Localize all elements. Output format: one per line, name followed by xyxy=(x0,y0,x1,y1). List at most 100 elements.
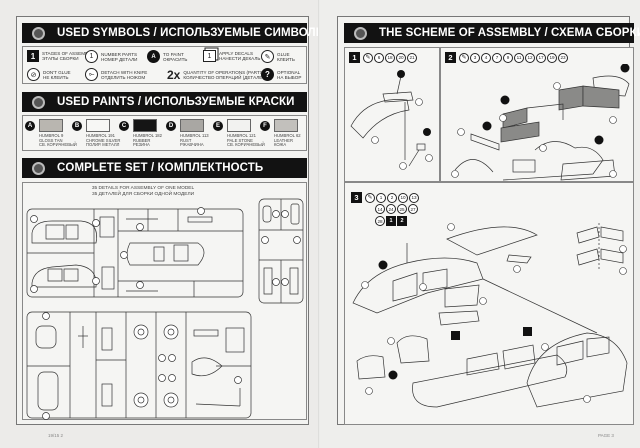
part-number: 7 xyxy=(492,52,502,63)
sprue-body-chassis xyxy=(26,203,244,299)
left-page-footer: 19/15 2 xyxy=(48,433,64,438)
caption-en: 35 DETAILS FOR ASSEMBLY OF ONE MODEL xyxy=(91,186,195,191)
step-2-panel: 2 ✎ 3 4 7 9 11 12 17 19 23 xyxy=(440,47,634,182)
scheme-of-assembly-header: THE SCHEME OF ASSEMBLY / СХЕМА СБОРКИ xyxy=(344,23,640,43)
symbol-label-ru: НОМЕР ДЕТАЛИ xyxy=(101,56,138,62)
paint-swatch xyxy=(180,119,204,132)
sprue-details xyxy=(26,308,252,420)
symbol-label-en: GLUE xyxy=(277,51,290,57)
step-2-drawing xyxy=(451,64,630,181)
part-number: 3 xyxy=(470,52,480,63)
step-number: 3 xyxy=(351,192,362,203)
glue-icon: ✎ xyxy=(363,52,373,63)
glue-icon: ✎ xyxy=(459,52,469,63)
used-paints-header: USED PAINTS / ИСПОЛЬЗУЕМЫЕ КРАСКИ xyxy=(22,92,307,112)
sprue-windows-drawing xyxy=(258,198,304,304)
right-page-footer: PAGE 3 xyxy=(598,433,614,438)
part-number: 23 xyxy=(558,52,568,63)
paint-name-en: RUBBER xyxy=(133,137,151,143)
subassembly-number: 2 xyxy=(397,216,407,226)
symbol-label-en: DETACH WITH KNIFE xyxy=(101,69,148,75)
paint-letter-badge: F xyxy=(260,121,270,131)
step-3-header-row-2: 14 24 25 27 xyxy=(375,204,418,214)
paint-icon: A xyxy=(147,50,160,63)
paint-swatch xyxy=(133,119,157,132)
part-number: 6 xyxy=(374,52,384,63)
paint-brand: HUMBROL 182 xyxy=(133,133,162,138)
sprue-body-chassis-drawing xyxy=(26,207,244,298)
symbol-quantity: 2x QUANTITY OF OPERATIONS (PARTS)КОЛИЧЕС… xyxy=(167,68,267,82)
part-number-icon: 1 xyxy=(85,50,98,63)
paint-name-ru: КОЖА xyxy=(274,142,287,148)
symbol-label-en: STAGES OF ASSEMBLY xyxy=(42,51,94,56)
sprue-details-drawing xyxy=(26,311,252,420)
quantity-icon: 2x xyxy=(167,68,181,82)
symbol-label-en: QUANTITY OF OPERATIONS (PARTS) xyxy=(183,70,265,75)
paint-name-ru: СВ. КОРИЧНЕВЫЙ xyxy=(39,142,77,148)
step-2-header: 2 ✎ 3 4 7 9 11 12 17 19 23 xyxy=(445,52,568,63)
symbol-label-en: OPTIONAL xyxy=(277,69,301,75)
part-number: 2 xyxy=(387,192,397,203)
no-glue-icon: ⊘ xyxy=(27,68,40,81)
symbol-label-ru: НЕ КЛЕИТЬ xyxy=(43,74,69,80)
paint-letter-badge: E xyxy=(213,121,223,131)
paint-name-en: RUST xyxy=(180,137,192,143)
paint-name-en: CHROME SILVER xyxy=(86,137,121,143)
step-1-drawing xyxy=(350,70,433,170)
paint-swatch xyxy=(227,119,251,132)
paint-letter-badge: A xyxy=(25,121,35,131)
part-number: 24 xyxy=(386,204,396,214)
part-number: 20 xyxy=(396,52,406,63)
part-number: 19 xyxy=(547,52,557,63)
part-number: 9 xyxy=(503,52,513,63)
paint-swatch xyxy=(86,119,110,132)
knife-icon: ⟜ xyxy=(85,68,98,81)
subassembly-number: 1 xyxy=(386,216,396,226)
paint-brand: HUMBROL 121 xyxy=(227,133,256,138)
paint-name-en: GLOSS TAN xyxy=(39,137,63,143)
step-3-header-row-3: 28 1 2 xyxy=(375,216,407,226)
part-number: 27 xyxy=(408,204,418,214)
symbol-label-ru: ОКРАСИТЬ xyxy=(163,56,188,62)
paint-brand: HUMBROL 191 xyxy=(86,133,115,138)
symbol-label-ru: ЭТАПЫ СБОРКИ xyxy=(42,56,79,61)
symbol-label-ru: НА ВЫБОР xyxy=(277,74,302,80)
decal-icon: 1 xyxy=(203,50,216,62)
part-number: 13 xyxy=(409,192,419,203)
complete-set-header: COMPLETE SET / КОМПЛЕКТНОСТЬ xyxy=(22,158,307,178)
paint-name-ru: СВ. КОРИЧНЕВЫЙ xyxy=(227,142,265,148)
paint-name-en: PALE STONE xyxy=(227,137,253,143)
step-number: 1 xyxy=(349,52,360,63)
step-2-diagram xyxy=(443,64,633,181)
step-number: 2 xyxy=(445,52,456,63)
used-symbols-header: USED SYMBOLS / ИСПОЛЬЗУЕМЫЕ СИМВОЛЫ xyxy=(22,23,327,43)
right-page: THE SCHEME OF ASSEMBLY / СХЕМА СБОРКИ 1 … xyxy=(320,0,640,448)
paint-brand: HUMBROL 62 xyxy=(274,133,301,138)
paint-letter-badge: D xyxy=(166,121,176,131)
part-number: 12 xyxy=(525,52,535,63)
paint-brand: HUMBROL 113 xyxy=(180,133,209,138)
paint-name-ru: ПОЛИР. МЕТАЛЛ xyxy=(86,142,120,148)
used-symbols-title: USED SYMBOLS / ИСПОЛЬЗУЕМЫЕ СИМВОЛЫ xyxy=(57,27,328,39)
part-number: 11 xyxy=(514,52,524,63)
symbol-label-en: DON'T GLUE xyxy=(43,69,71,75)
step-1-header: 1 ✎ 6 18 20 21 xyxy=(349,52,417,63)
paint-letter-badge: B xyxy=(72,121,82,131)
part-number: 10 xyxy=(398,192,408,203)
symbol-label-ru: ОТДЕЛИТЬ НОЖОМ xyxy=(101,74,146,80)
used-paints-title: USED PAINTS / ИСПОЛЬЗУЕМЫЕ КРАСКИ xyxy=(57,96,295,108)
symbol-label-en: TO PAINT xyxy=(163,51,184,57)
step-1-diagram xyxy=(347,66,439,181)
part-number: 1 xyxy=(376,192,386,203)
paint-swatch xyxy=(39,119,63,132)
optional-icon: ? xyxy=(261,68,274,81)
part-number: 18 xyxy=(385,52,395,63)
scheme-of-assembly-title: THE SCHEME OF ASSEMBLY / СХЕМА СБОРКИ xyxy=(379,27,640,39)
